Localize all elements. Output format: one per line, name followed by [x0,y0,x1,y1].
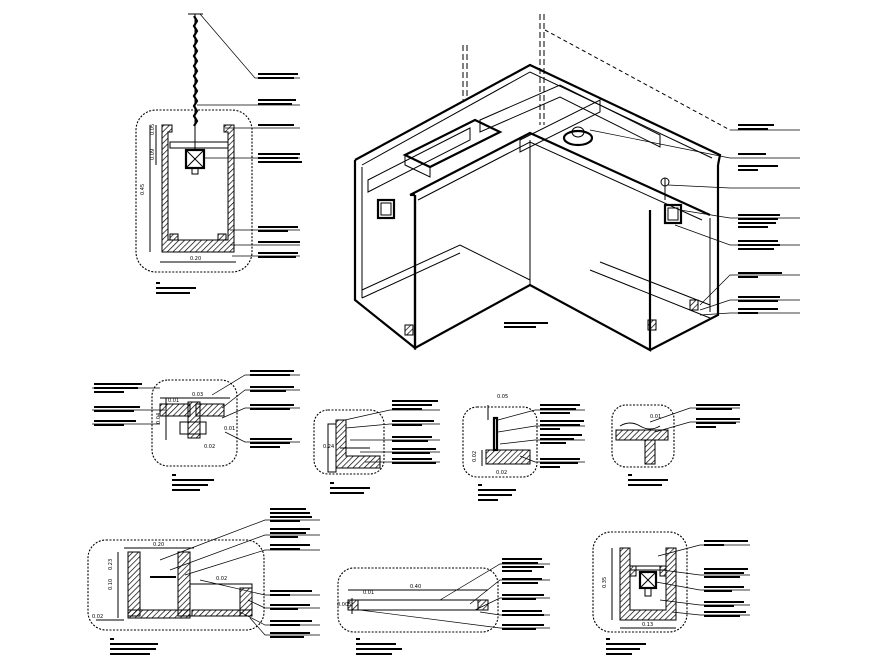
dim-d6-mid: 0.23 [108,559,114,570]
detail-joint-cloud-3: 0.05 0.02 0.02 [462,394,585,501]
notes-detail-6 [110,508,312,655]
dim-d4-b: 0.02 [472,451,478,462]
detail-joint-cloud-2: 0.24 [313,400,440,494]
dim-d7-len: 0.40 [410,584,421,590]
dim-d8-h: 0.35 [602,577,608,588]
notes-detail-2 [94,370,294,491]
dim-d1-total: 0.45 [140,184,146,195]
dim-d2-c: 0.04 [156,413,162,424]
notes-detail-5 [628,404,740,486]
dim-d2-a: 0.03 [192,392,203,398]
dim-d8-w: 0.13 [642,622,653,628]
dim-d2-d: 0.02 [204,444,215,450]
dim-d5-a: 0.01 [650,414,661,420]
dim-d6-height: 0.10 [108,579,114,590]
dim-d2-b2: 0.01 [224,426,235,432]
detail-joint-cloud-1: 0.03 0.01 0.04 0.02 0.01 [92,370,300,491]
dim-d3-a: 0.24 [323,444,334,450]
detail-section-suspended-box: 0.45 0.20 0.05 0.09 [135,13,302,294]
dim-d1-width: 0.20 [190,256,201,262]
dim-d7-a: 0.01 [363,590,374,596]
detail-fixture-box-bottom-right: 0.13 0.35 [592,531,750,655]
notes-isometric [504,124,782,328]
dim-d1-top: 0.05 [150,124,156,135]
dim-d4-a: 0.05 [497,394,508,400]
dim-d2-b: 0.01 [168,398,179,404]
isometric-l-shaped-fixture [353,14,800,352]
detail-plank-section: 0.40 0.01 0.005 [337,558,550,655]
dim-d7-b: 0.005 [337,602,351,608]
dim-d6-width: 0.20 [153,542,164,548]
notes-detail-3 [330,400,438,494]
notes-detail-4 [478,404,584,501]
detail-box-section-bottom-left: 0.20 0.10 0.23 0.02 0.02 [87,508,320,655]
notes-detail-8 [606,540,748,655]
dim-d6-small: 0.02 [92,614,103,620]
dim-d6-label2: 0.02 [216,576,227,582]
detail-joint-cloud-4: 0.01 [611,404,740,486]
dim-d1-mid: 0.09 [150,149,156,160]
notes-detail-1 [258,73,302,258]
notes-detail-7 [356,558,544,655]
dim-d4-b2: 0.02 [496,470,507,476]
